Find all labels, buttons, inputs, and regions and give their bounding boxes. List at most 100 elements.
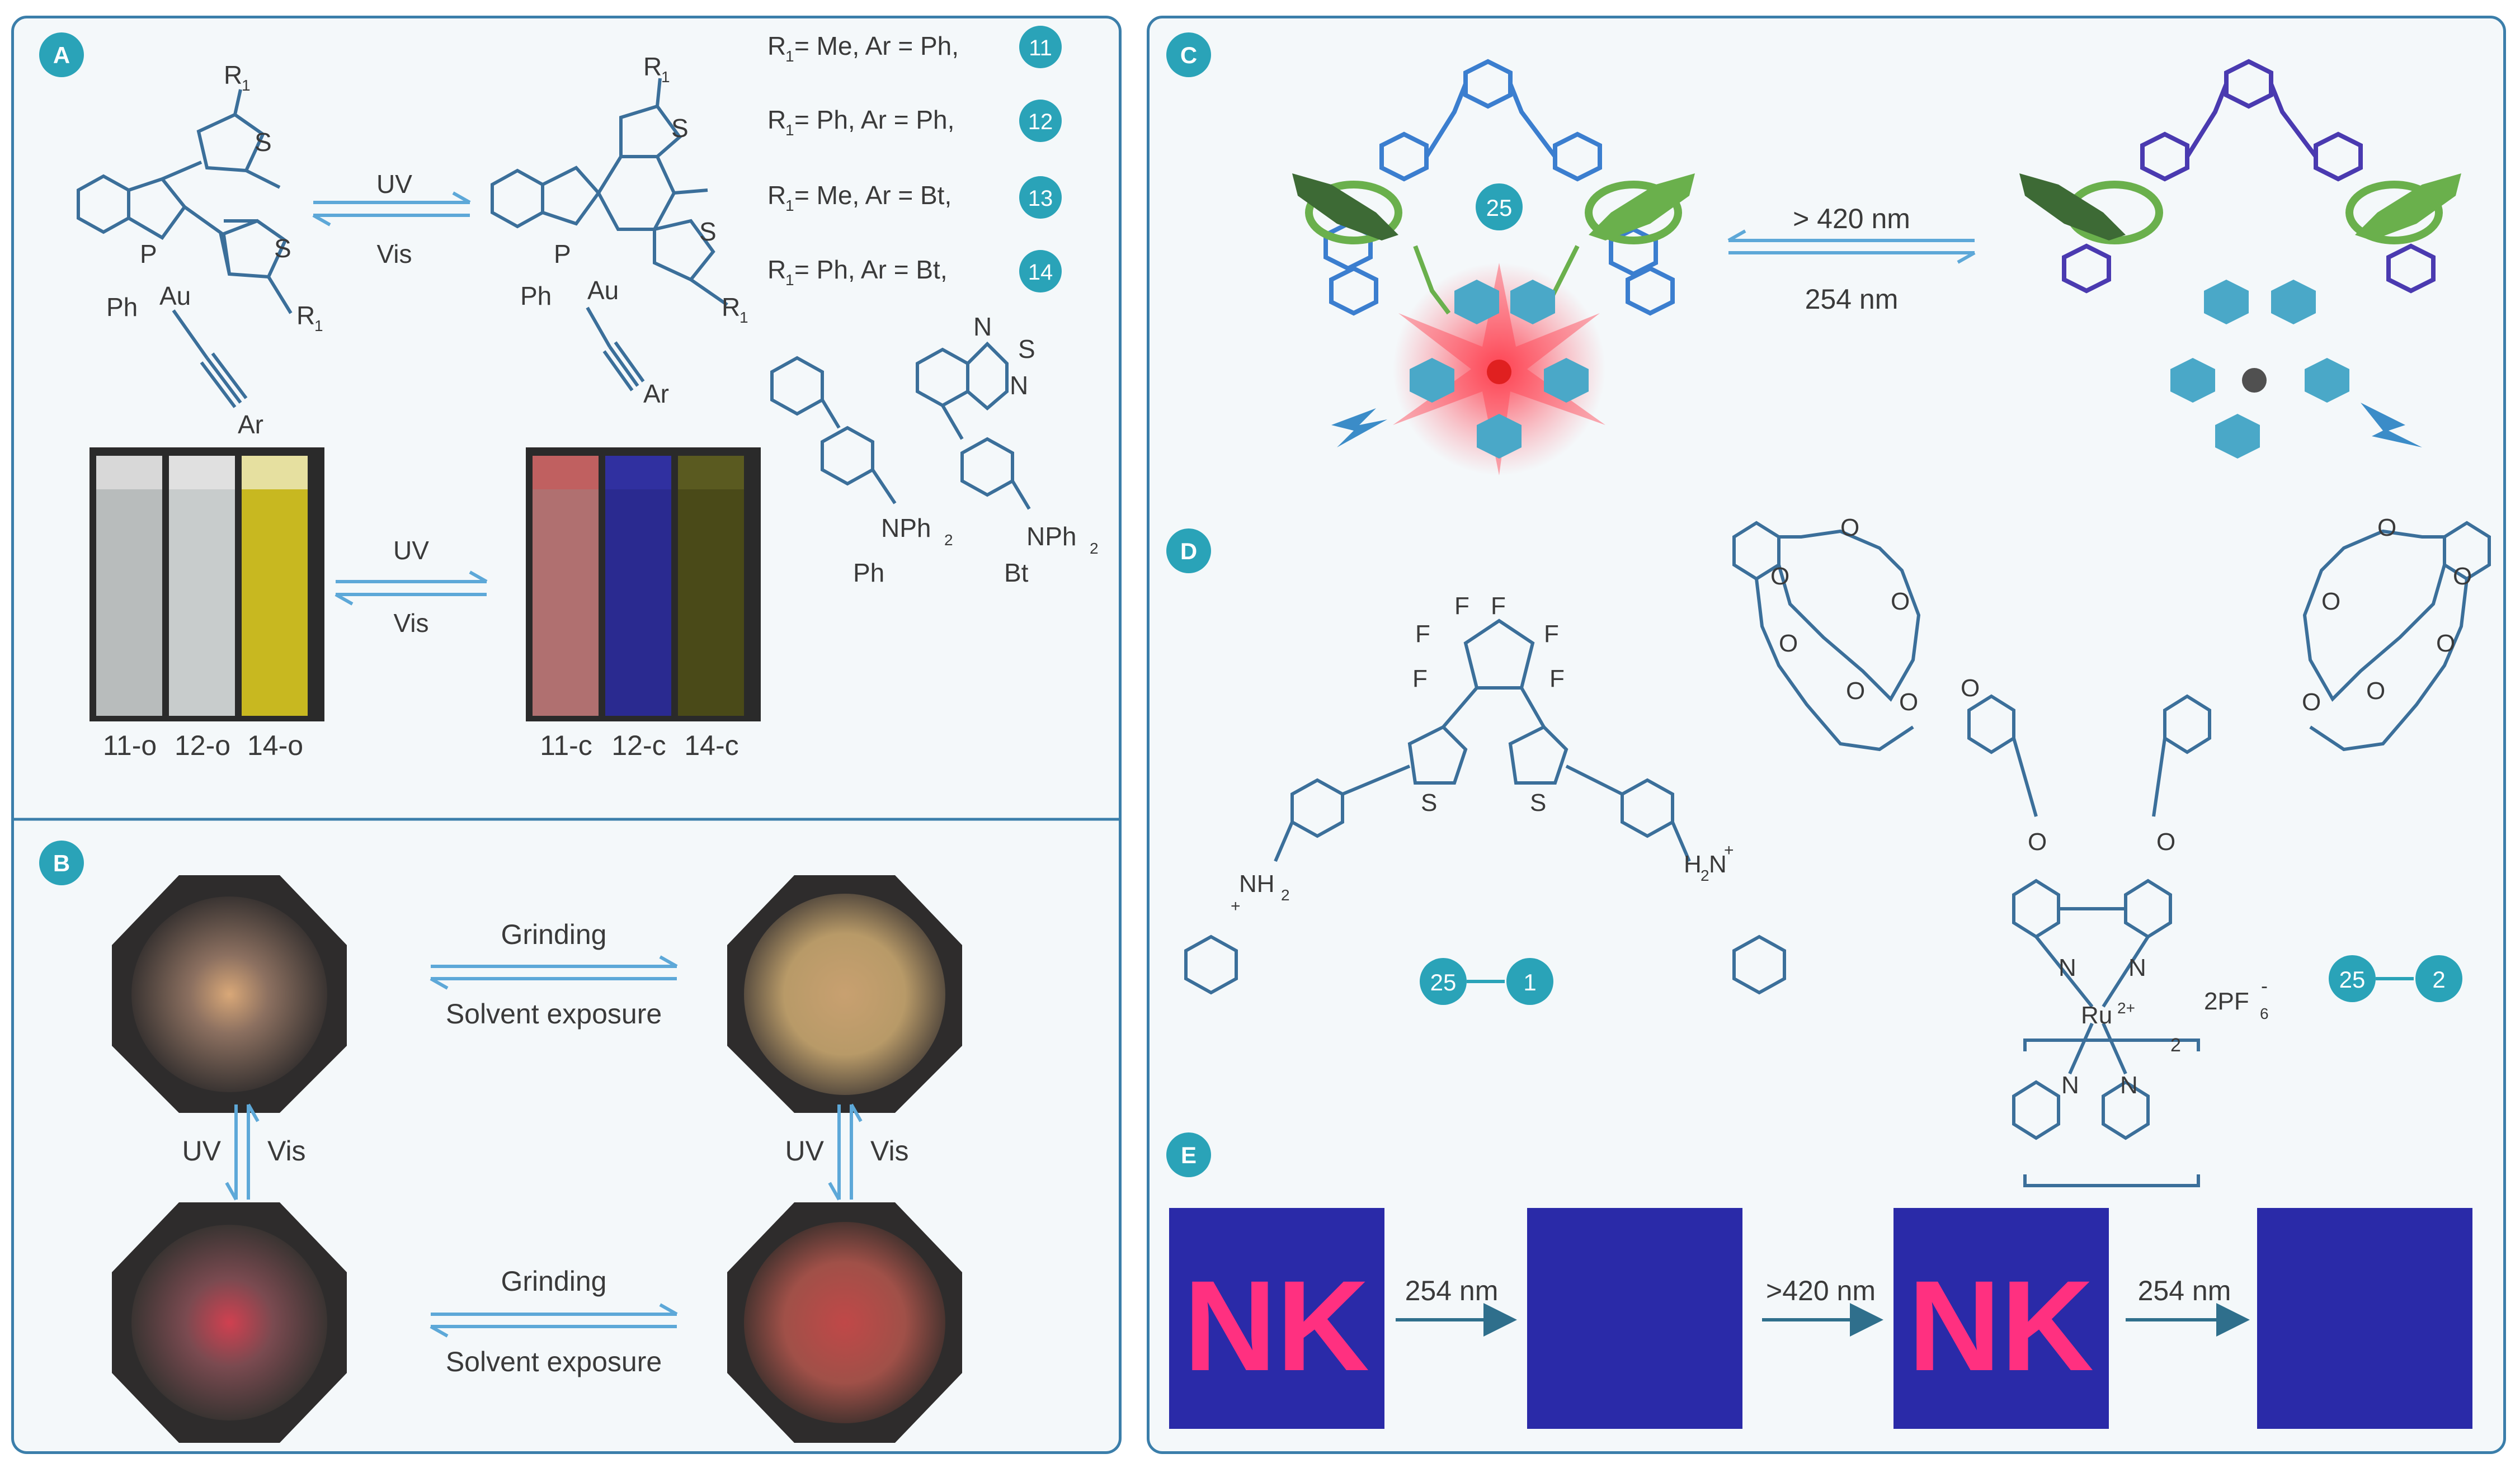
dithienylethene-axle [1184,619,1786,995]
vial-11-o [96,456,162,716]
svg-text:1: 1 [785,48,794,65]
vials-closed [526,447,761,721]
dish-top-left [112,875,347,1113]
svg-text:25: 25 [1430,969,1457,995]
vial-11-c [533,456,599,716]
svg-text:Ru: Ru [2081,1002,2112,1029]
svg-text:Vis: Vis [393,608,428,638]
step-arrow-2: >420 nm [1762,1275,1883,1337]
pattern-blank-2 [2257,1208,2472,1429]
svg-text:O: O [1779,630,1798,657]
svg-text:O: O [2453,563,2472,590]
svg-text:N: N [1010,371,1028,400]
ar-group-labels: NPh 2 Ph NPh 2 Bt N S N [853,312,1099,587]
svg-text:C: C [1180,42,1197,68]
svg-text:N: N [2061,1072,2079,1099]
svg-text:UV: UV [376,169,412,199]
panel-badge-b: B [39,841,84,885]
compound-list: R 1 = Me, Ar = Ph, 11 R 1 = Ph, Ar = Ph,… [767,26,1062,292]
panel-badge-e: E [1166,1132,1211,1177]
svg-text:R: R [767,105,786,134]
step-arrow-1: 254 nm [1396,1275,1517,1337]
molecule-closed-labels: R 1 S P S Ph Au R 1 Ar [520,52,748,408]
svg-text:D: D [1180,538,1197,564]
svg-text:Ph: Ph [106,292,138,322]
svg-text:F: F [1544,620,1559,648]
svg-text:S: S [1530,789,1546,816]
svg-text:S: S [274,234,291,263]
svg-text:2PF: 2PF [2204,988,2249,1015]
svg-text:2: 2 [2170,1035,2181,1056]
grinding-arrow-top: Grinding Solvent exposure [430,919,678,1030]
vial-12-o [169,456,235,716]
svg-text:2: 2 [2432,966,2445,993]
svg-text:12: 12 [1028,110,1053,134]
rotaxane-right [2019,59,2461,459]
svg-text:N: N [2059,954,2076,981]
svg-text:F: F [1549,665,1565,692]
vials-closed-labels: 11-c 12-c 14-c [540,730,738,761]
svg-text:O: O [1840,514,1859,541]
grinding-arrow-bottom: Grinding Solvent exposure [430,1266,678,1377]
svg-text:14: 14 [1028,260,1053,285]
svg-text:NH: NH [1239,870,1275,898]
svg-text:O: O [1961,674,1980,702]
molecule-closed-form [491,78,728,391]
uv-vis-vertical-left: UV Vis [182,1103,306,1201]
svg-text:R: R [722,292,740,322]
ar-group-structures [770,341,1031,510]
svg-text:O: O [2436,630,2455,657]
pattern-nk-1: NK [1169,1208,1384,1429]
svg-text:Au: Au [587,276,619,305]
dish-bottom-left [112,1202,347,1443]
svg-text:Solvent exposure: Solvent exposure [446,998,662,1030]
svg-text:1: 1 [739,309,748,326]
light-switch-arrow: > 420 nm 254 nm [1727,203,1976,315]
svg-text:O: O [2028,828,2047,856]
svg-text:S: S [255,128,272,157]
panel-badge-d: D [1166,528,1211,573]
uv-vis-arrow-vials: UV Vis [335,536,488,638]
vials-open [90,447,324,721]
vial-14-o [242,456,308,716]
svg-text:N: N [2128,954,2146,981]
svg-text:O: O [2302,688,2321,716]
svg-text:254 nm: 254 nm [2138,1275,2231,1306]
compound-row: R 1 = Ph, Ar = Ph, 12 [767,100,1062,142]
tag-25-2: 25 2 [2329,955,2462,1002]
svg-text:NPh: NPh [1026,522,1076,551]
svg-text:+: + [1231,897,1241,915]
svg-text:H: H [1684,851,1702,878]
svg-text:S: S [671,114,689,143]
rotaxane-left: 25 [1292,59,1695,475]
svg-text:1: 1 [1523,969,1536,995]
svg-text:11-o: 11-o [103,730,157,761]
svg-text:254 nm: 254 nm [1405,1275,1499,1306]
svg-text:R: R [296,301,315,330]
svg-text:> 420 nm: > 420 nm [1793,203,1910,234]
svg-text:Ar: Ar [238,410,263,439]
svg-text:= Ph, Ar = Ph,: = Ph, Ar = Ph, [794,105,954,134]
svg-text:12-o: 12-o [175,730,230,761]
svg-text:Au: Au [159,281,191,310]
svg-text:11: 11 [1029,36,1052,60]
svg-text:UV: UV [785,1135,825,1167]
dish-bottom-right [727,1202,962,1443]
svg-text:Bt: Bt [1004,558,1029,587]
vial-14-c [678,456,744,716]
svg-text:2: 2 [1090,540,1099,557]
svg-text:S: S [1421,789,1437,816]
compound-row: R 1 = Ph, Ar = Bt, 14 [767,250,1062,292]
compound-row: R 1 = Me, Ar = Ph, 11 [767,26,1062,68]
svg-text:UV: UV [393,536,429,565]
svg-text:1: 1 [314,317,323,334]
vials-open-labels: 11-o 12-o 14-o [103,730,303,761]
svg-text:R: R [643,52,662,81]
step-arrow-3: 254 nm [2126,1275,2250,1337]
svg-text:6: 6 [2260,1005,2269,1022]
svg-text:O: O [2321,588,2340,615]
svg-text:+: + [1724,841,1734,860]
svg-text:O: O [1770,563,1789,590]
svg-text:1: 1 [785,271,794,289]
